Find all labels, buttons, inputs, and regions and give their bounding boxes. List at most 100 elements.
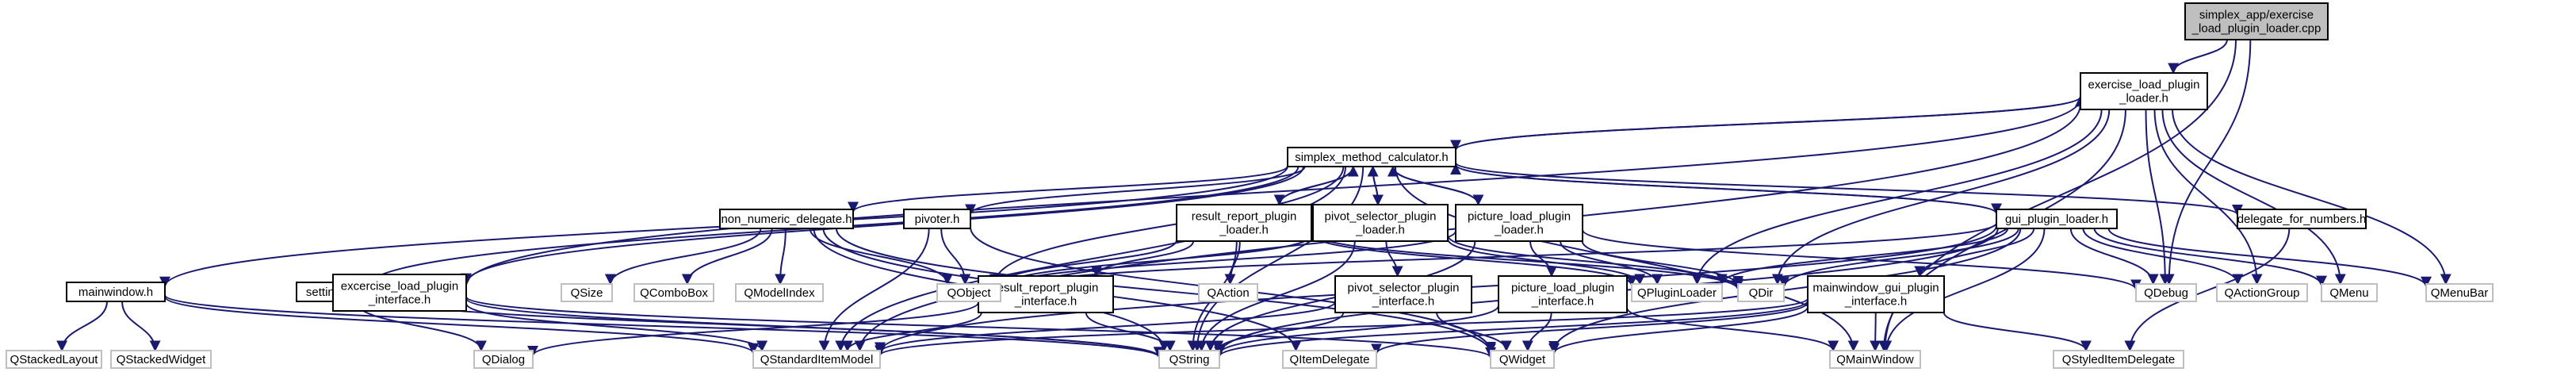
node-smc[interactable]: simplex_method_calculator.h (1287, 147, 1456, 167)
node-qmenu-box (2321, 283, 2378, 302)
node-smc-label-0: simplex_method_calculator.h (1295, 151, 1448, 164)
node-elpi[interactable]: excercise_load_plugin_interface.h (332, 274, 467, 312)
node-qaction-box (1198, 283, 1258, 302)
node-qstackedlayout: QStackedLayout (6, 350, 102, 369)
node-rrpi-label-1: _interface.h (1014, 295, 1077, 309)
edge-smc-to-nnd (848, 165, 1288, 213)
edge-ppl-to-smc (1387, 165, 1479, 205)
edge-gpl-to-qpluginloader (1716, 228, 2009, 286)
edge-pspl-to-smc (1367, 165, 1379, 205)
node-ppi[interactable]: picture_load_plugin_interface.h (1498, 275, 1628, 313)
node-qdir: QDir (1737, 283, 1785, 302)
node-pspi-label-0: pivot_selector_plugin (1348, 282, 1460, 295)
edge-elpl-to-qmainwindow (1878, 109, 2126, 352)
node-mgpi-box (1807, 275, 1945, 313)
node-elpl-label-1: _loader.h (2119, 92, 2168, 105)
node-qsize-box (561, 283, 613, 302)
node-qitemdelegate: QItemDelegate (1282, 350, 1377, 369)
node-qmainwindow: QMainWindow (1829, 350, 1921, 369)
node-layer: simplex_app/exercise_load_plugin_loader.… (6, 2, 2494, 369)
edge-rrpi-to-qstring (1085, 312, 1176, 352)
node-qcombo-box (633, 283, 714, 302)
node-rrpl-label-0: result_report_plugin (1192, 210, 1297, 224)
node-qcombo-label-0: QComboBox (640, 286, 708, 300)
node-qstring: QString (1158, 350, 1220, 369)
node-dfn[interactable]: delegate_for_numbers.h (2237, 209, 2367, 229)
node-qitemdelegate-box (1282, 350, 1377, 369)
edge-gpl-to-qmenu (2093, 228, 2327, 287)
edge-nnd-to-qcombo (681, 228, 773, 286)
node-qsize-label-0: QSize (571, 286, 603, 300)
node-ppl-label-0: picture_load_plugin (1468, 210, 1571, 224)
node-qobject-label-0: QObject (947, 286, 991, 300)
node-qobject: QObject (936, 283, 1001, 302)
edge-piv-to-qobject (940, 228, 971, 286)
node-qstyleditemdelegate-label-0: QStyledItemDelegate (2062, 353, 2176, 366)
edge-ppi-to-qmainwindow (1626, 307, 1839, 352)
edge-rrpl-to-qaction (1224, 240, 1241, 286)
node-nnd-box (719, 209, 854, 229)
edge-ppl-to-qdir (1581, 240, 1743, 288)
edge-mgpi-to-qwidget (1548, 306, 1809, 355)
node-root[interactable]: simplex_app/exercise_load_plugin_loader.… (2184, 2, 2329, 40)
edge-mgpi-to-qitemdelegate (1371, 301, 1809, 355)
node-pspi[interactable]: pivot_selector_plugin_interface.h (1334, 275, 1472, 313)
node-nnd[interactable]: non_numeric_delegate.h (719, 209, 854, 229)
edge-rrpl-to-rrpi (1090, 240, 1195, 278)
node-qpluginloader: QPluginLoader (1631, 283, 1723, 302)
node-pspi-box (1334, 275, 1472, 313)
node-ppl-box (1455, 204, 1583, 242)
node-rrpl[interactable]: result_report_plugin_loader.h (1176, 204, 1312, 242)
edge-nnd-to-qmodelidx (775, 228, 787, 286)
node-root-label-0: simplex_app/exercise (2199, 9, 2314, 22)
node-pspl[interactable]: pivot_selector_plugin_loader.h (1312, 204, 1449, 242)
node-qwidget-label-0: QWidget (1499, 353, 1546, 366)
node-root-label-1: _load_plugin_loader.cpp (2191, 22, 2321, 36)
node-qstyleditemdelegate: QStyledItemDelegate (2053, 350, 2184, 369)
edge-elpl-to-qdir (1771, 109, 2111, 286)
node-qmenu: QMenu (2321, 283, 2378, 302)
node-piv-label-0: pivoter.h (915, 213, 960, 226)
edge-elpl-to-elpi (461, 98, 2081, 286)
node-qdialog-label-0: QDialog (482, 353, 525, 366)
node-mw[interactable]: mainwindow.h (66, 282, 166, 302)
node-qdir-label-0: QDir (1749, 286, 1774, 300)
edge-gpl-to-smc (1450, 163, 1997, 215)
edge-smc-to-elpi (461, 166, 1304, 285)
node-nnd-label-0: non_numeric_delegate.h (721, 213, 852, 226)
node-rrpi-label-0: result_report_plugin (993, 282, 1099, 295)
edge-pspi-to-qwidget (1436, 312, 1512, 352)
edge-gpl-to-qdebug (2069, 228, 2159, 286)
node-qobject-box (936, 283, 1001, 302)
edge-pspi-to-qsim (875, 301, 1336, 354)
edge-gpl-to-mgpi (1914, 228, 2035, 278)
edge-elpi-to-qsim (465, 302, 767, 352)
edge-nnd-to-qobject (809, 228, 953, 286)
node-elpl[interactable]: exercise_load_plugin_loader.h (2080, 72, 2208, 110)
node-qmodelidx-label-0: QModelIndex (744, 286, 815, 300)
edge-mgpi-to-qmainwindow (1870, 312, 1881, 352)
edge-mw-to-qsim (164, 296, 759, 355)
edge-nnd-to-qsize (604, 228, 762, 286)
node-qdebug-box (2135, 283, 2197, 302)
edge-root-to-elpl (2168, 39, 2228, 75)
node-qmodelidx: QModelIndex (735, 283, 824, 302)
node-qmainwindow-label-0: QMainWindow (1836, 353, 1914, 366)
node-piv[interactable]: pivoter.h (903, 209, 971, 229)
edge-elpi-to-qwidget (465, 296, 1496, 359)
node-mw-box (66, 282, 166, 302)
edge-gpl-to-qdir (1778, 228, 2019, 289)
edge-rrpi-to-qsim (841, 312, 982, 352)
node-mgpi-label-0: mainwindow_gui_plugin (1812, 282, 1939, 295)
node-qmenubar-box (2425, 283, 2494, 302)
node-qdebug-label-0: QDebug (2144, 286, 2188, 300)
node-qmainwindow-box (1829, 350, 1921, 369)
node-gpl[interactable]: gui_plugin_loader.h (1996, 209, 2118, 229)
node-qstyleditemdelegate-box (2053, 350, 2184, 369)
edge-piv-to-qsim (818, 228, 930, 352)
node-root-box (2184, 2, 2329, 40)
node-qcombo: QComboBox (633, 283, 714, 302)
node-mgpi[interactable]: mainwindow_gui_plugin_interface.h (1807, 275, 1945, 313)
edge-ppl-to-ppi (1529, 240, 1557, 278)
node-ppl[interactable]: picture_load_plugin_loader.h (1455, 204, 1583, 242)
